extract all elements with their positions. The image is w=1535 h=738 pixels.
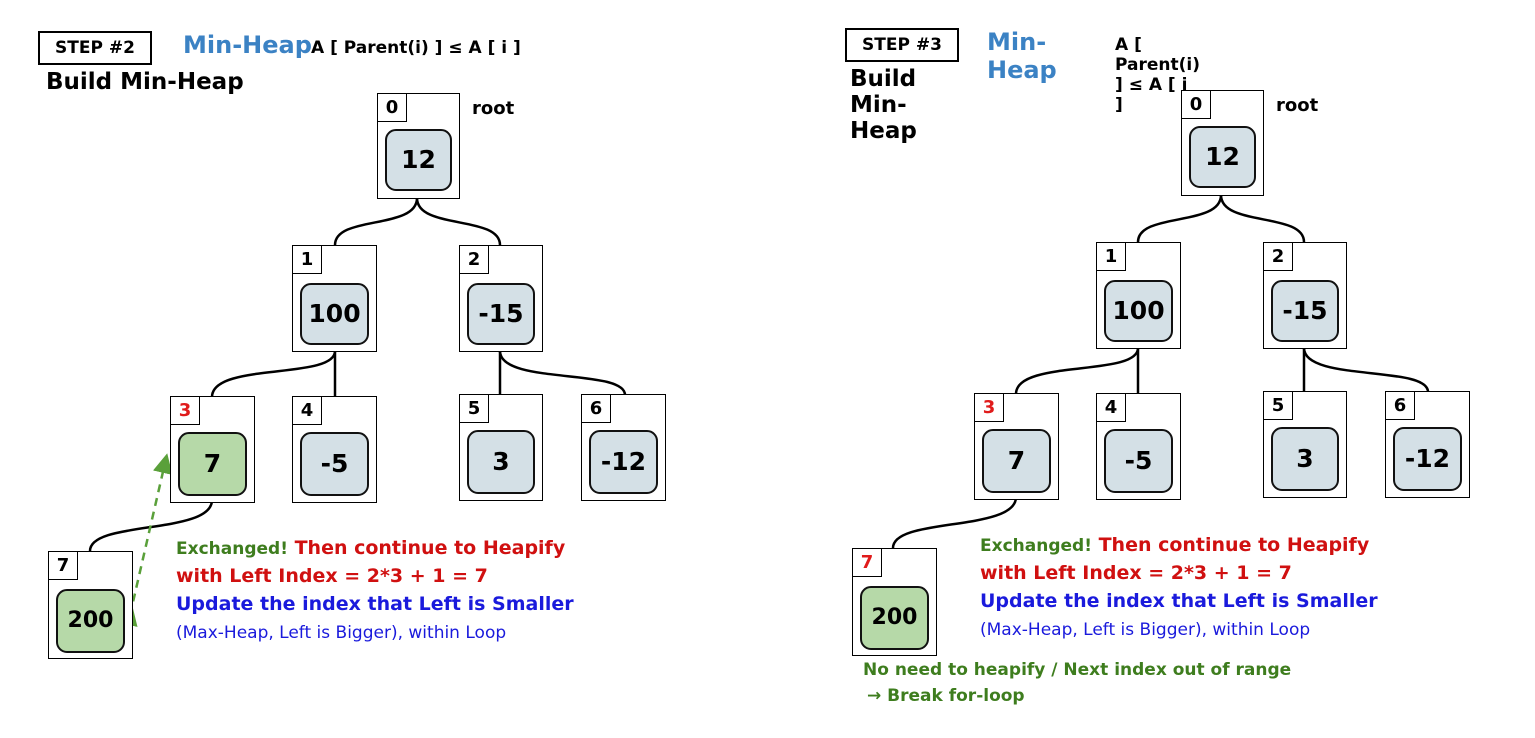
node-value: -15 (1271, 280, 1339, 342)
note-break: → Break for-loop (867, 686, 1025, 706)
node-value: 200 (860, 586, 929, 650)
node-value: 7 (982, 429, 1051, 493)
tree-edges (88, 197, 627, 627)
heap-node-0: 0 12 (1181, 90, 1264, 196)
subtitle: Build Min-Heap (850, 66, 917, 144)
node-index: 6 (582, 395, 611, 423)
edge-2-6 (498, 350, 627, 396)
edge-0-2 (415, 197, 502, 246)
node-value: -12 (589, 430, 658, 494)
note-line-1: Exchanged! Then continue to Heapify (176, 537, 565, 559)
step-label: STEP #3 (845, 28, 959, 62)
edge-0-1 (333, 197, 419, 246)
note-max-heap: (Max-Heap, Left is Bigger), within Loop (980, 620, 1311, 640)
heap-node-6: 6 -12 (581, 394, 666, 501)
heap-node-4: 4 -5 (292, 396, 377, 503)
note-update: Update the index that Left is Smaller (980, 590, 1378, 612)
node-index: 7 (853, 549, 882, 577)
root-label: root (472, 98, 515, 119)
node-value: -5 (300, 432, 369, 496)
node-index: 3 (975, 394, 1004, 422)
step-label: STEP #2 (38, 31, 152, 65)
heap-node-6: 6 -12 (1385, 391, 1470, 498)
step2-panel: STEP #2 Min-Heap A [ Parent(i) ] ≤ A [ i… (0, 0, 760, 738)
subtitle: Build Min-Heap (46, 69, 244, 95)
heap-node-3: 3 7 (974, 393, 1059, 500)
heap-node-1: 1 100 (1096, 242, 1181, 349)
node-index: 2 (1264, 243, 1293, 271)
heap-node-3: 3 7 (170, 396, 255, 503)
root-label: root (1276, 95, 1319, 116)
node-value: -12 (1393, 427, 1462, 491)
swap-arrow (118, 453, 173, 627)
note-update: Update the index that Left is Smaller (176, 593, 574, 615)
heap-node-1: 1 100 (292, 245, 377, 352)
edge-1-3 (210, 350, 337, 398)
heap-node-2: 2 -15 (459, 245, 543, 352)
node-value: -5 (1104, 429, 1173, 493)
node-index: 0 (1182, 91, 1211, 119)
node-index: 2 (460, 246, 489, 274)
node-index: 1 (1097, 243, 1126, 271)
note-left-index: with Left Index = 2*3 + 1 = 7 (980, 562, 1292, 584)
note-no-need: No need to heapify / Next index out of r… (863, 660, 1292, 680)
note-left-index: with Left Index = 2*3 + 1 = 7 (176, 565, 488, 587)
heap-node-5: 5 3 (1263, 391, 1347, 498)
node-index: 5 (460, 395, 489, 423)
node-index: 7 (49, 552, 78, 580)
node-index: 4 (293, 397, 322, 425)
node-index: 3 (171, 397, 200, 425)
node-value: 100 (1104, 280, 1173, 342)
note-line-1: Exchanged! Then continue to Heapify (980, 534, 1369, 556)
heap-node-4: 4 -5 (1096, 393, 1181, 500)
node-value: 100 (300, 283, 369, 345)
note-continue: Then continue to Heapify (294, 537, 566, 559)
edge-1-3 (1014, 347, 1140, 395)
node-index: 0 (378, 94, 407, 122)
node-value: 200 (56, 589, 125, 653)
edge-0-1 (1136, 194, 1223, 243)
heap-formula: A [ Parent(i) ] ≤ A [ i ] (1115, 35, 1200, 115)
note-max-heap: (Max-Heap, Left is Bigger), within Loop (176, 623, 507, 643)
heap-node-7: 7 200 (48, 551, 133, 659)
heap-node-5: 5 3 (459, 394, 543, 501)
heap-node-2: 2 -15 (1263, 242, 1347, 349)
heap-title: Min-Heap (987, 28, 1057, 84)
edge-0-2 (1219, 194, 1306, 243)
note-exchanged: Exchanged! (176, 539, 288, 559)
node-index: 1 (293, 246, 322, 274)
node-value: 3 (1271, 427, 1339, 491)
node-value: -15 (467, 283, 535, 345)
node-value: 12 (385, 129, 452, 191)
node-value: 7 (178, 432, 247, 496)
step3-panel: STEP #3 Min-Heap A [ Parent(i) ] ≤ A [ i… (0, 0, 1318, 738)
heap-node-0: 0 12 (377, 93, 460, 199)
heap-node-7: 7 200 (852, 548, 937, 656)
node-index: 4 (1097, 394, 1126, 422)
edge-2-6 (1302, 347, 1430, 393)
node-index: 5 (1264, 392, 1293, 420)
node-value: 12 (1189, 126, 1256, 188)
note-continue: Then continue to Heapify (1098, 534, 1370, 556)
node-value: 3 (467, 430, 535, 494)
heap-formula: A [ Parent(i) ] ≤ A [ i ] (311, 38, 521, 58)
node-index: 6 (1386, 392, 1415, 420)
note-exchanged: Exchanged! (980, 536, 1092, 556)
heap-title: Min-Heap (183, 31, 312, 59)
